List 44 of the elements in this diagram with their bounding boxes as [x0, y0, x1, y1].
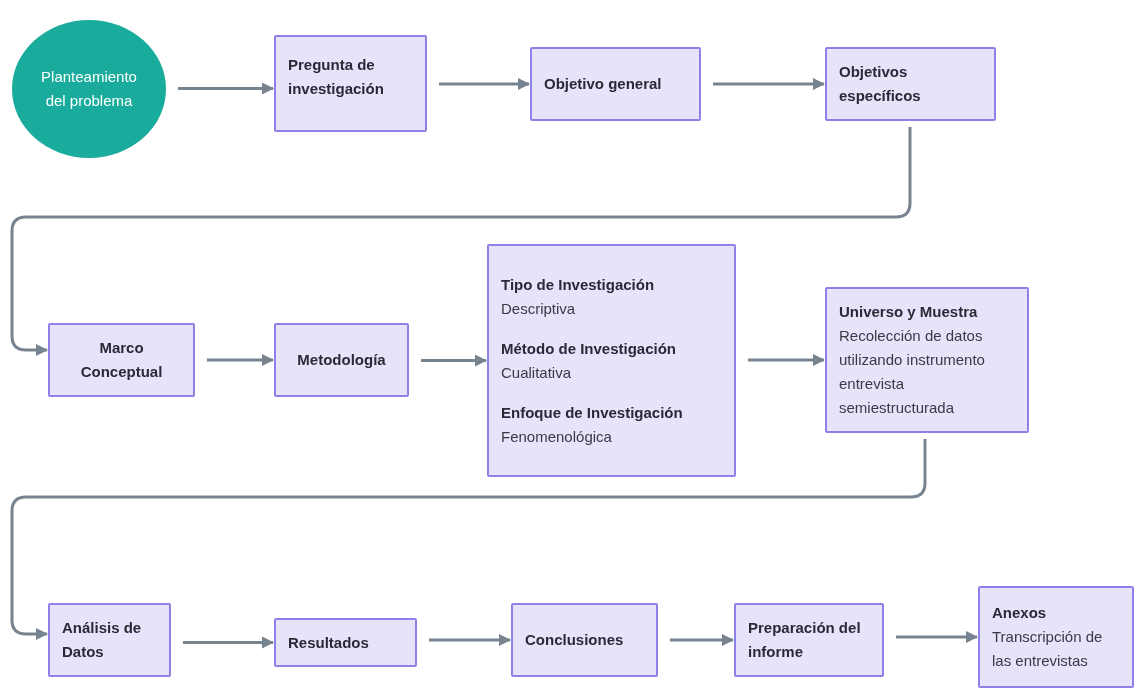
process-box: [48, 323, 195, 397]
node-text: Planteamiento del problema: [40, 67, 138, 111]
arrow: [183, 636, 274, 649]
arrow: [421, 354, 487, 367]
process-box: [978, 586, 1134, 688]
node-text: Resultados: [288, 632, 369, 653]
process-box: [530, 47, 701, 121]
node-text: Objetivos específicos: [839, 62, 922, 106]
arrow: [10, 439, 927, 640]
node-text: Marco Conceptual: [79, 338, 164, 382]
arrow: [439, 78, 530, 90]
arrow: [748, 354, 825, 366]
node-heading: Tipo de Investigación: [501, 274, 655, 295]
node-text: Preparación del informe: [748, 618, 862, 662]
node-text: Metodología: [297, 350, 386, 370]
process-box: [734, 603, 884, 677]
process-box: [274, 618, 417, 667]
node-text: Descriptiva: [501, 298, 576, 319]
process-box: [511, 603, 658, 677]
process-box: [274, 35, 427, 132]
node-text: Recolección de datos utilizando instrumento entrevista semiestructurada: [839, 326, 986, 418]
arrow: [10, 127, 912, 356]
process-box: [825, 287, 1029, 433]
arrow: [429, 634, 511, 646]
node-heading: Método de Investigación: [501, 338, 677, 359]
process-box: [48, 603, 171, 677]
node-text: Objetivo general: [544, 74, 662, 94]
node-text: Fenomenológica: [501, 426, 612, 447]
node-text: Cualitativa: [501, 362, 572, 383]
node-heading: Universo y Muestra: [839, 302, 978, 322]
arrow: [207, 354, 274, 366]
process-box: [825, 47, 996, 121]
process-box: [274, 323, 409, 397]
process-box: [487, 244, 736, 477]
arrow: [896, 631, 978, 643]
node-text: Conclusiones: [525, 630, 624, 650]
node-heading: Enfoque de Investigación: [501, 402, 683, 423]
node-text: Análisis de Datos: [62, 618, 143, 662]
arrow: [670, 634, 734, 646]
arrow: [713, 78, 825, 90]
arrow: [178, 82, 274, 95]
node-text: Transcripción de las entrevistas: [992, 627, 1104, 671]
node-heading: Anexos: [992, 603, 1047, 623]
node-text: Pregunta de investigación: [288, 55, 385, 99]
